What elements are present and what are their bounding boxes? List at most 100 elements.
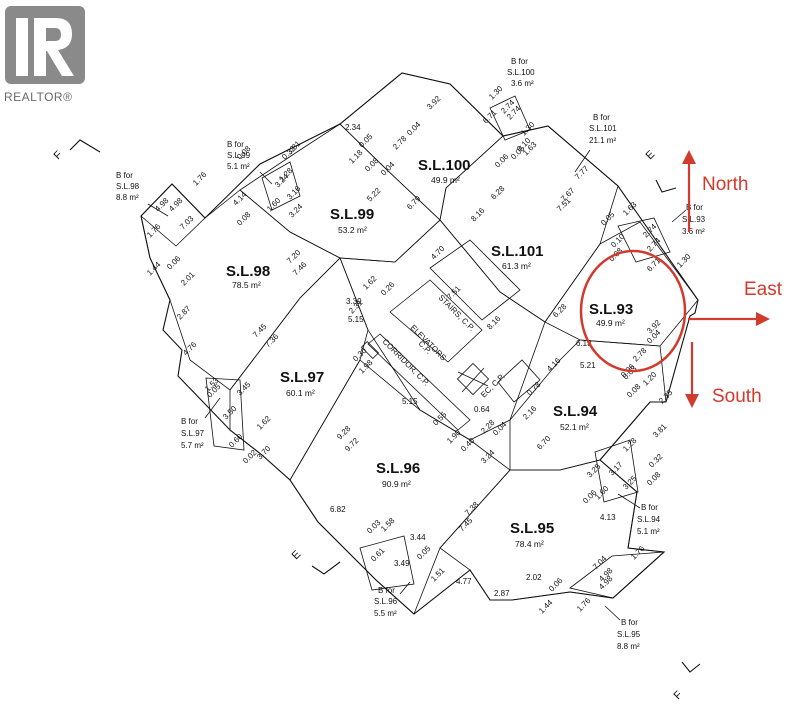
dimension-label: 7.38 [463,500,481,518]
dimension-label: 8.16 [469,206,487,224]
note-b97: B for S.L.97 5.7 m² [181,397,221,450]
svg-text:3.6 m²: 3.6 m² [511,79,534,88]
ec-label: EC, C.P. [479,372,507,400]
section-mark-f-bottom: F [672,661,701,702]
plan-outlines [140,72,699,615]
dimension-label: 8.16 [485,314,503,332]
svg-text:B for: B for [511,57,528,66]
dimension-label: 1.60 [265,196,283,214]
dimension-label: 2.87 [175,304,193,322]
svg-text:B for: B for [686,203,703,212]
dimension-label: 2.87 [494,589,510,598]
lot-93-highlight-circle [579,249,687,373]
dimension-label: 4.77 [456,577,472,586]
dimension-label: 2.34 [345,123,361,132]
dimension-label: 0.06 [165,254,183,272]
lot-labels: S.L.98 78.5 m² S.L.99 53.2 m² S.L.100 49… [226,157,633,549]
svg-text:S.L.99: S.L.99 [227,151,251,160]
note-b99: B for S.L.99 5.1 m² [227,140,273,185]
dimension-label: 0.08 [235,210,253,228]
dimension-label: 0.64 [474,405,490,414]
lot-96-area: 90.9 m² [382,479,411,489]
dimension-label: 2.78 [391,134,409,152]
balcony-100 [489,95,531,141]
ec-room [497,359,541,403]
lot-100-area: 49.9 m² [431,175,460,185]
dimension-label: 2.16 [521,404,539,422]
dimension-label: 2.35 [657,388,675,406]
svg-text:B for: B for [181,417,198,426]
svg-text:5.1 m²: 5.1 m² [637,527,660,536]
watermark-text: REALTOR® [4,90,72,104]
corridor-area [339,219,546,441]
dimension-label: 5.22 [365,186,383,204]
svg-text:B for: B for [116,171,133,180]
dimension-label: 3.44 [410,533,426,542]
note-b96: B for S.L.96 5.5 m² [374,581,411,618]
dimension-label: 2.02 [526,573,542,582]
lot-101-area: 61.3 m² [502,261,531,271]
dimension-label: 3.81 [285,139,303,157]
lot-99-name: S.L.99 [330,206,374,223]
balcony-99 [261,161,301,211]
svg-text:S.L.94: S.L.94 [637,515,661,524]
svg-text:8.8 m²: 8.8 m² [617,642,640,651]
lot-99-outline [239,123,441,263]
dimension-label: 0.04 [379,160,397,178]
lot-97-area: 60.1 m² [286,388,315,398]
svg-text:B for: B for [227,140,244,149]
lot-94-name: S.L.94 [553,403,598,420]
dimension-label: 1.20 [641,370,659,388]
elevators-label: ELEVATORS [409,323,448,362]
dimension-label: 5.21 [580,361,596,370]
dimension-label: 3.49 [394,559,410,568]
dimension-label: 3.50 [221,404,239,422]
balcony-93 [617,217,671,263]
dimension-label: 7.03 [178,214,196,232]
dimension-label: 3.92 [425,94,443,112]
dimension-label: 7.51 [445,284,463,302]
south-arrow-icon [685,342,699,408]
common-property-labels: STAIRS, C.P. ELEVATORS C.P. CORRIDOR, C.… [381,293,507,399]
dimension-label: 3.24 [287,202,305,220]
svg-text:B for: B for [593,113,610,122]
section-mark-e-bottom: E [290,548,341,575]
balcony-97 [205,377,245,451]
svg-text:3.6 m²: 3.6 m² [682,227,705,236]
dimension-label: 1.44 [145,260,163,278]
dimension-label: 6.28 [489,184,507,202]
dimension-label: 0.04 [405,120,423,138]
dimension-label: 0.55 [431,410,449,428]
dimension-label: 0.32 [647,452,665,470]
north-label: North [702,174,748,195]
dimension-label: 0.05 [415,544,433,562]
dimension-label: 3.16 [285,184,303,202]
note-b93: B for S.L.93 3.6 m² [671,203,706,236]
dimension-label: 0.08 [645,470,663,488]
svg-text:S.L.95: S.L.95 [617,630,641,639]
dimension-label: 4.70 [429,244,447,262]
svg-text:S.L.101: S.L.101 [589,124,617,133]
lot-97-name: S.L.97 [280,369,324,386]
dimension-label: 0.05 [357,132,375,150]
corridor-door [360,340,380,360]
svg-text:S.L.96: S.L.96 [374,597,398,606]
stairs-block [429,239,521,321]
dimension-label: 4.98 [153,196,171,214]
dimension-label: 3.25 [585,462,603,480]
svg-text:B for: B for [378,586,395,595]
realtor-watermark: REALTOR® [4,6,85,104]
direction-annotations: North East South [682,150,783,408]
svg-text:F: F [672,689,685,702]
svg-text:E: E [290,548,304,562]
section-mark-e-right: E [644,148,677,193]
svg-text:B for: B for [621,618,638,627]
svg-text:B for: B for [641,503,658,512]
stairs-label: STAIRS, C.P. [437,293,477,333]
dimension-label: 5.15 [348,315,364,324]
note-b101: B for S.L.101 21.1 m² [574,113,617,173]
section-mark-f-top: F [52,139,101,162]
dimension-label: 1.76 [629,544,647,562]
svg-text:S.L.97: S.L.97 [181,429,205,438]
